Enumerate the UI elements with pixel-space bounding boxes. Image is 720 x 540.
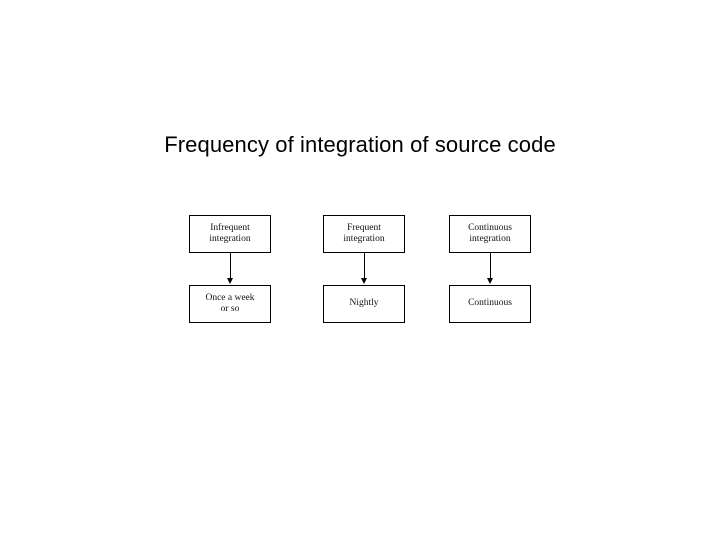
arrow-head (361, 278, 368, 284)
node-label-top: Continuous integration (468, 222, 512, 245)
arrow-stem (364, 253, 366, 280)
node-label-top: Infrequent integration (209, 222, 251, 245)
node-label-bottom: Nightly (349, 298, 379, 309)
arrow-stem (490, 253, 492, 280)
arrow-head (227, 278, 234, 284)
down-arrow-icon (227, 253, 234, 285)
node-label-bottom: Once a week or so (205, 292, 255, 315)
node-label-top: Frequent integration (343, 222, 385, 245)
node-box-top[interactable]: Continuous integration (449, 215, 531, 253)
node-label-bottom: Continuous (468, 298, 512, 309)
node-box-top[interactable]: Infrequent integration (189, 215, 271, 253)
arrow-head (487, 278, 494, 284)
down-arrow-icon (361, 253, 368, 285)
arrow-stem (230, 253, 232, 280)
node-box-bottom[interactable]: Continuous (449, 285, 531, 323)
node-box-bottom[interactable]: Nightly (323, 285, 405, 323)
node-box-top[interactable]: Frequent integration (323, 215, 405, 253)
down-arrow-icon (487, 253, 494, 285)
node-box-bottom[interactable]: Once a week or so (189, 285, 271, 323)
page-title: Frequency of integration of source code (164, 132, 556, 157)
